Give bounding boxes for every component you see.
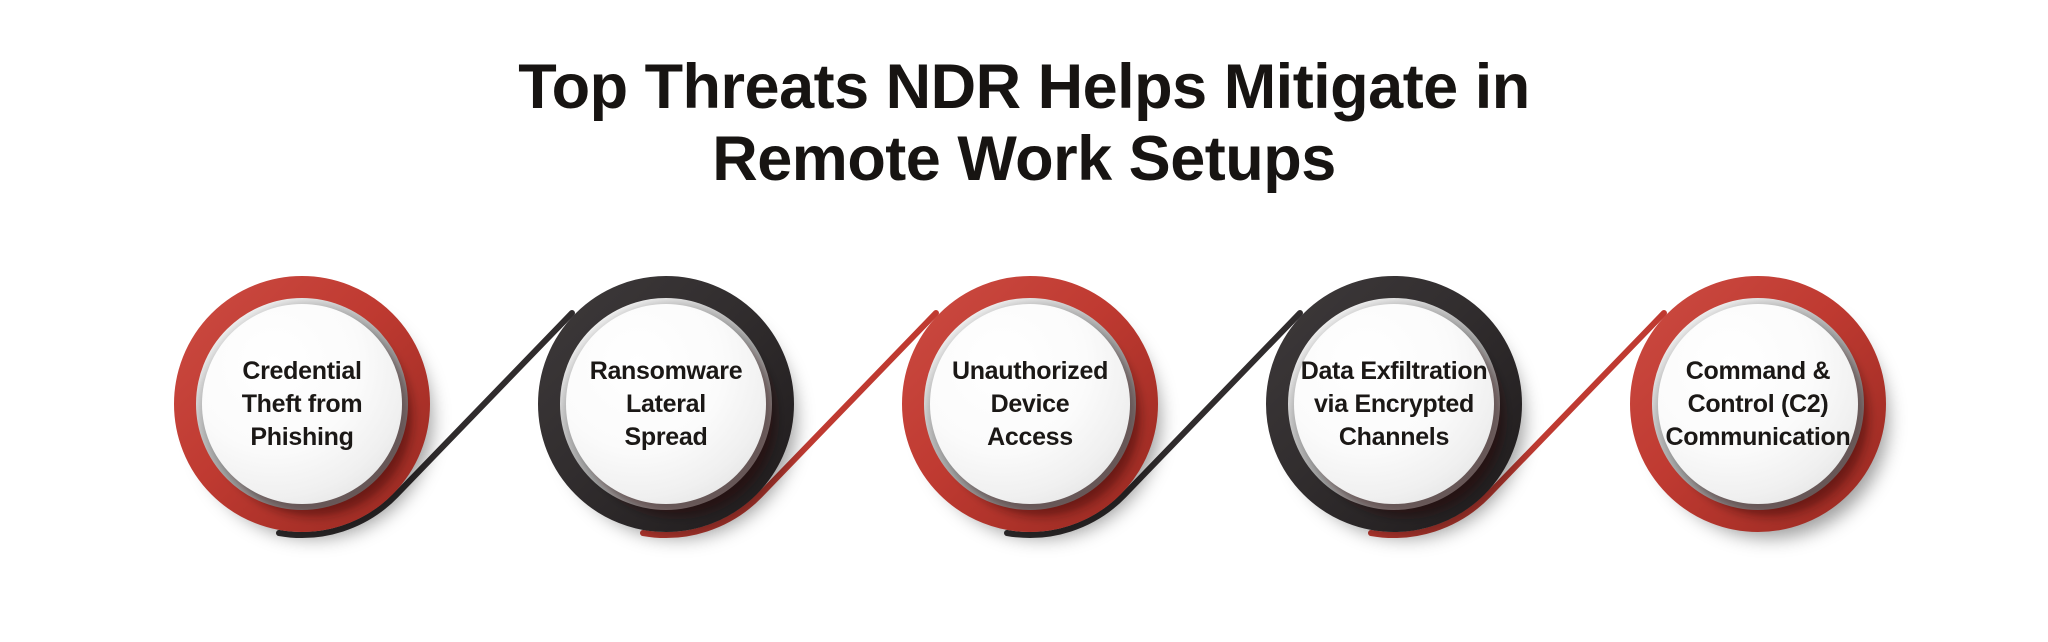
threat-label-3: Unauthorized Device Access <box>951 356 1109 451</box>
threat-label-4: Data Exfiltration via Encrypted Channels <box>1300 356 1488 451</box>
threat-label-1: Credential Theft from Phishing <box>241 356 363 451</box>
medallion-disc <box>1294 304 1494 504</box>
threat-label-5: Command & Control (C2) Communication <box>1665 356 1851 451</box>
medallion-ring <box>1630 276 1886 532</box>
medallion-disc <box>1658 304 1858 504</box>
medallion-ring <box>174 276 430 532</box>
medallion-disc <box>930 304 1130 504</box>
threat-medallion-3 <box>902 276 1160 538</box>
medallion-ring <box>1266 276 1522 532</box>
threat-medallion-2 <box>538 276 796 538</box>
page-title: Top Threats NDR Helps Mitigate in Remote… <box>518 52 1530 194</box>
threat-label-2: Ransomware Lateral Spread <box>589 356 743 451</box>
medallion-ring <box>902 276 1158 532</box>
medallion-disc <box>566 304 766 504</box>
threat-medallion-5 <box>1630 276 1888 538</box>
threat-medallion-1 <box>174 276 432 538</box>
medallion-ring <box>538 276 794 532</box>
threat-medallion-4 <box>1266 276 1524 538</box>
medallion-disc <box>202 304 402 504</box>
